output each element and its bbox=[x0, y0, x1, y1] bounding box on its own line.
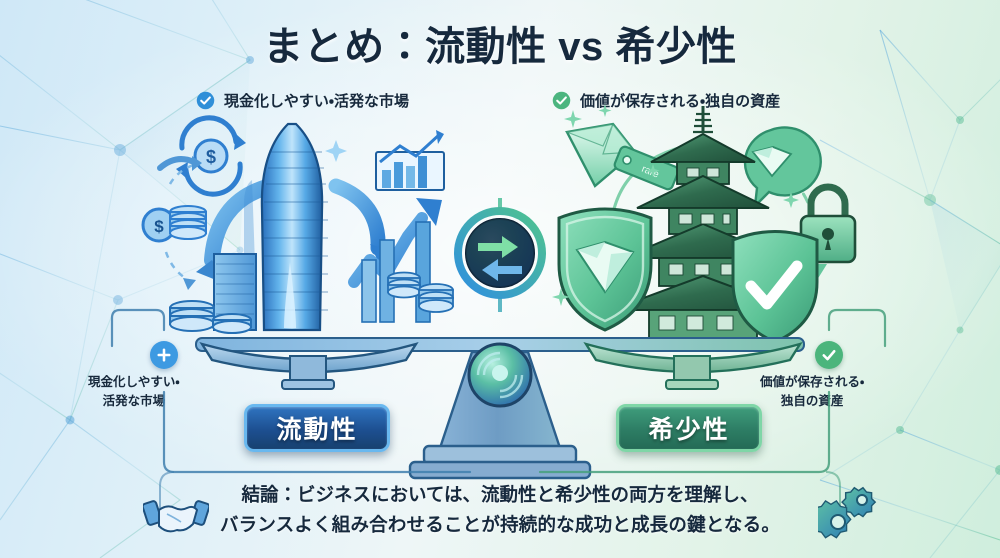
flow-arrow-icon bbox=[328, 178, 386, 256]
left-pan-label-pill: 流動性 bbox=[244, 404, 390, 452]
exchange-arrows-icon bbox=[454, 198, 546, 312]
left-pan-label: 流動性 bbox=[276, 416, 358, 444]
plus-icon bbox=[150, 341, 178, 369]
caption-right: 価値が保存される・ 独自の資産 bbox=[760, 373, 864, 411]
conclusion-text: 結論：ビジネスにおいては、流動性と希少性の両方を理解し、 バランスよく組み合わせ… bbox=[150, 480, 850, 540]
check-circle-icon bbox=[196, 91, 215, 110]
feature-right: 価値が保存される・独自の資産 bbox=[552, 90, 780, 111]
diamond-bubble-icon bbox=[743, 126, 822, 210]
coin-stack-icon bbox=[387, 271, 421, 299]
caption-right-line2: 独自の資産 bbox=[780, 393, 844, 408]
dollar-circulation-icon bbox=[179, 115, 243, 197]
coin-stack-icon bbox=[418, 283, 454, 313]
conclusion-line1: 結論：ビジネスにおいては、流動性と希少性の両方を理解し、 bbox=[241, 484, 759, 505]
diamond-shield-icon bbox=[557, 207, 653, 332]
svg-text:$: $ bbox=[206, 147, 216, 167]
check-icon bbox=[815, 341, 843, 369]
conclusion-line2: バランスよく組み合わせることが持続的な成功と成長の鍵となる。 bbox=[219, 513, 781, 535]
caption-left-line2: 活発な市場 bbox=[102, 393, 166, 408]
bar-chart-icon bbox=[375, 130, 445, 191]
handshake-icon bbox=[143, 500, 209, 533]
check-glyph bbox=[822, 349, 836, 361]
right-pan-label: 希少性 bbox=[648, 416, 730, 444]
balance-base bbox=[408, 350, 592, 480]
liquidity-illustration: $ $ bbox=[141, 115, 454, 334]
check-circle-icon bbox=[552, 91, 571, 110]
flow-arrow-icon bbox=[204, 178, 278, 268]
svg-text:$: $ bbox=[154, 217, 164, 236]
caption-right-line1: 価値が保存される・ bbox=[760, 375, 865, 389]
diamond-tag-icon: rare bbox=[564, 104, 680, 191]
caption-left: 現金化しやすい・ 活発な市場 bbox=[88, 373, 180, 411]
sparkle-icon bbox=[325, 140, 347, 162]
sparkle-icon bbox=[552, 164, 799, 306]
flow-arrow-icon bbox=[164, 162, 197, 282]
check-shield-icon bbox=[731, 230, 819, 344]
feature-left: 現金化しやすい・活発な市場 bbox=[196, 90, 409, 111]
coin-stack-icon bbox=[169, 300, 252, 334]
feature-left-label: 現金化しやすい・活発な市場 bbox=[224, 93, 409, 110]
scarcity-illustration: rare bbox=[552, 104, 857, 344]
balance-pivot-icon bbox=[467, 342, 533, 408]
coin-stack-icon bbox=[169, 205, 207, 240]
page-title: まとめ：流動性 vs 希少性 bbox=[263, 25, 737, 69]
right-pan-label-pill: 希少性 bbox=[616, 404, 762, 452]
gears-icon bbox=[818, 486, 877, 539]
caption-left-line1: 現金化しやすい・ bbox=[88, 375, 180, 389]
feature-right-label: 価値が保存される・独自の資産 bbox=[580, 93, 781, 110]
plus-glyph bbox=[157, 348, 171, 362]
